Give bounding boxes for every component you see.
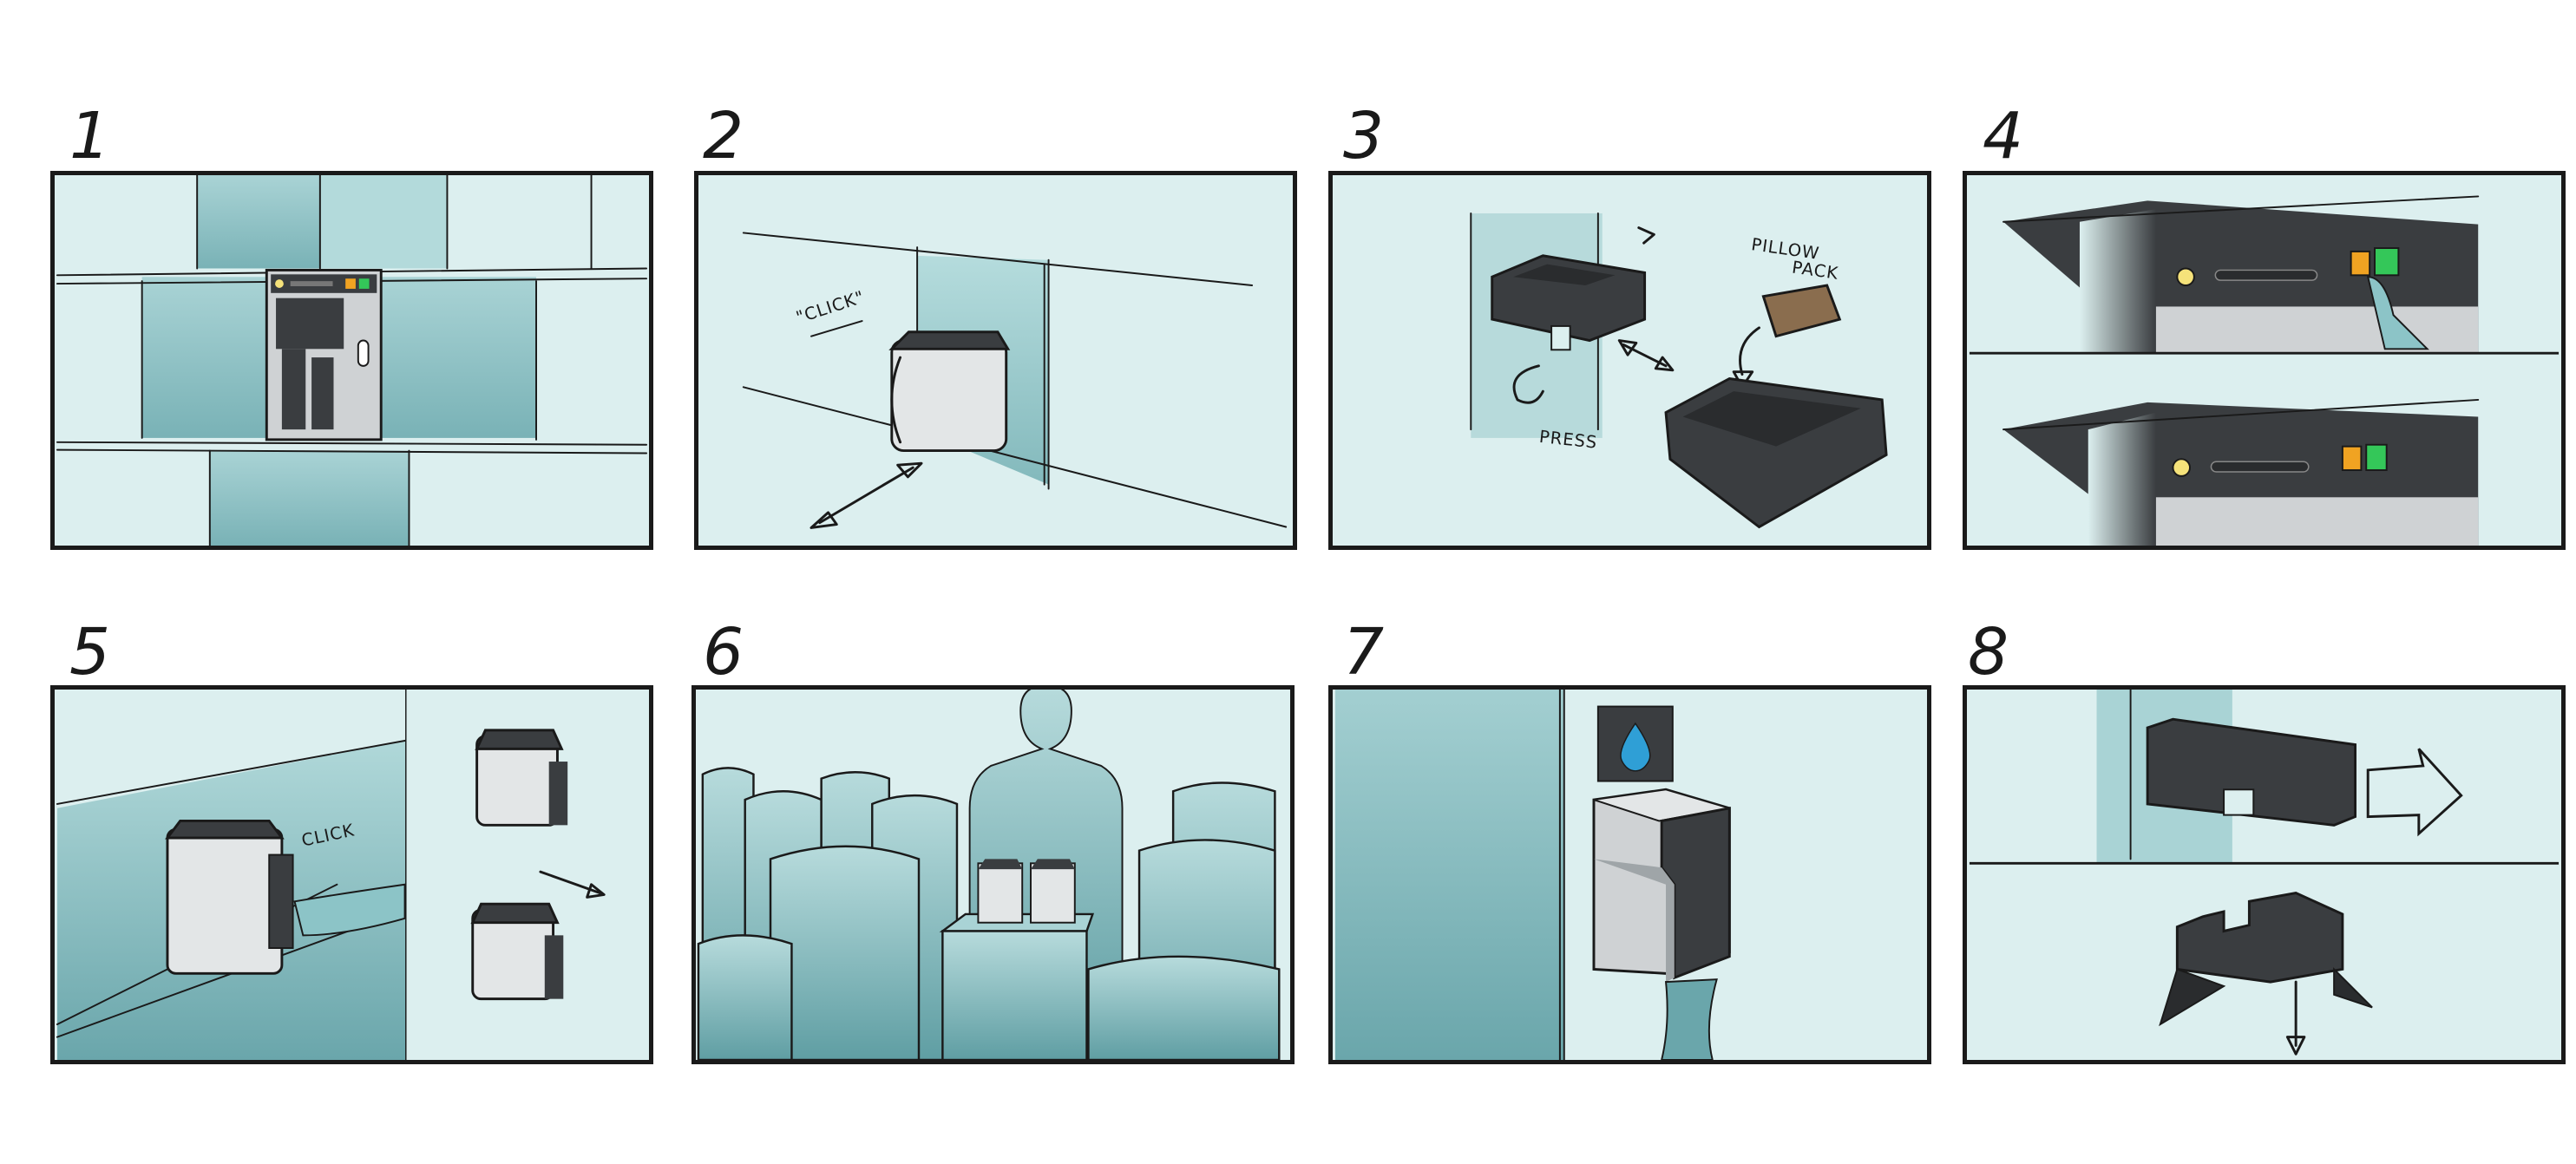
panel-7-drawing [1334, 690, 1731, 1060]
panel-4-drawing [1969, 195, 2560, 546]
pillow-caption-2: PACK [1791, 258, 1840, 284]
panel-number-7: 7 [1343, 615, 1385, 690]
panel-1 [50, 171, 653, 550]
double-arrow-icon [810, 461, 923, 529]
panel-6-drawing [697, 690, 1281, 1060]
panel-number-2: 2 [703, 99, 744, 173]
panel-3: PILLOW PACK PRESS [1328, 171, 1931, 550]
panel-5-drawing: CLICK [56, 690, 647, 1060]
panel-number-1: 1 [69, 99, 111, 173]
panel-number-4: 4 [1983, 99, 2024, 173]
panel-number-5: 5 [69, 615, 111, 690]
panel-2: "CLICK" [694, 171, 1297, 550]
panel-number-8: 8 [1968, 615, 2009, 690]
right-arrow-icon [2366, 748, 2463, 837]
click-caption: "CLICK" [794, 287, 868, 328]
panel-number-6: 6 [703, 615, 744, 690]
panel-number-3: 3 [1343, 99, 1385, 173]
panel-8-drawing [1969, 690, 2560, 1056]
panel-8 [1963, 685, 2566, 1064]
down-arrow-icon [2285, 980, 2306, 1056]
panel-5: CLICK [50, 685, 653, 1064]
panel-4 [1963, 171, 2566, 550]
panel-7 [1328, 685, 1931, 1064]
panel-1-drawing [56, 175, 648, 546]
panel-2-drawing: "CLICK" [742, 232, 1288, 529]
panel-6 [692, 685, 1295, 1064]
panel-3-drawing: PILLOW PACK PRESS [1470, 212, 1888, 529]
water-drop-icon [1620, 722, 1651, 772]
